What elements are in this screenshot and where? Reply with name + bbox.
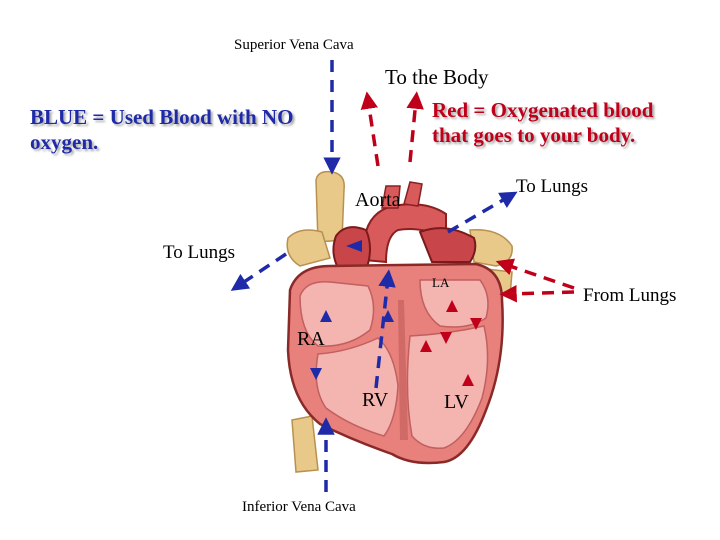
to-lungs-left-label: To Lungs <box>163 242 236 263</box>
deoxygenated-flow-lines <box>230 60 518 492</box>
right-atrium-label: RA <box>297 328 325 350</box>
aorta-branch <box>403 181 423 207</box>
oxygenated-flow-lines <box>360 91 575 303</box>
left-atrium-label: LA <box>432 275 450 290</box>
oxygenated-blood-note: Red = Oxygenated blood that goes to your… <box>432 98 682 148</box>
deoxygenated-blood-note-text: BLUE = Used Blood with NO oxygen. <box>30 105 294 155</box>
right-ventricle-label: RV <box>362 389 389 411</box>
to-lungs-right-label: To Lungs <box>516 176 589 197</box>
aorta-label: Aorta <box>355 189 401 211</box>
from-lungs-label: From Lungs <box>583 285 677 306</box>
septum <box>398 300 408 440</box>
from-lungs-arrow-bottom <box>499 284 575 303</box>
deoxygenated-blood-note: BLUE = Used Blood with NO oxygen. <box>30 105 295 155</box>
to-the-body-label: To the Body <box>385 65 489 89</box>
from-lungs-arrow-top <box>495 258 575 290</box>
to-body-arrow-right <box>406 91 424 163</box>
to-lungs-left-arrow <box>230 252 287 291</box>
left-ventricle-chamber <box>406 325 489 449</box>
blue-flow-markers <box>310 240 394 380</box>
left-ventricle-label: LV <box>444 391 469 413</box>
oxygenated-blood-note-text: Red = Oxygenated blood that goes to your… <box>432 98 654 148</box>
superior-vena-cava-label: Superior Vena Cava <box>234 37 354 53</box>
aorta-branch <box>381 185 401 209</box>
to-lungs-right-arrow <box>447 191 518 234</box>
to-body-arrow-left <box>360 91 380 167</box>
red-flow-markers <box>420 300 482 386</box>
right-atrium-chamber <box>299 281 375 347</box>
aortic-arch <box>362 203 447 264</box>
pulmonary-artery-right <box>418 227 477 263</box>
inferior-vena-cava-label: Inferior Vena Cava <box>242 499 356 515</box>
left-atrium-chamber <box>419 279 489 328</box>
